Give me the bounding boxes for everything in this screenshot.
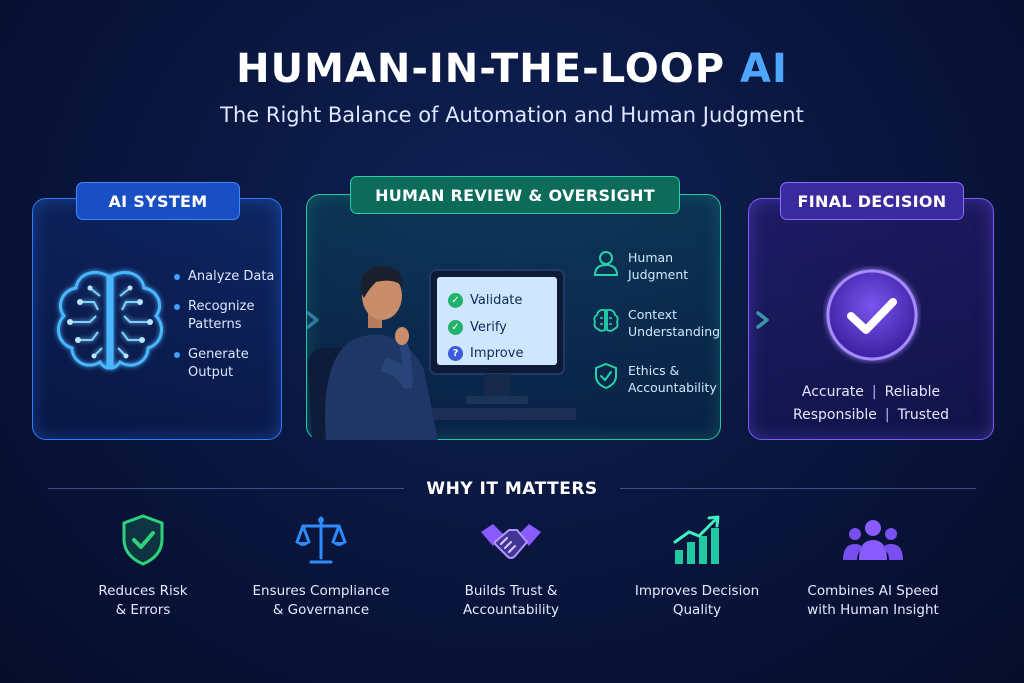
benefit-compliance: Ensures Compliance& Governance [236,512,406,620]
check-circle-icon: ✓ [448,320,463,335]
check-circle-icon: ✓ [448,293,463,308]
reviewer-at-monitor-illustration [307,266,576,440]
final-qualities-line-2: Responsible|Trusted [792,407,950,423]
person-icon [593,251,619,276]
why-it-matters-heading: WHY IT MATTERS [426,479,598,499]
title-main: HUMAN-IN-THE-LOOP [236,46,741,92]
question-circle-icon: ? [448,346,463,361]
human-review-title: HUMAN REVIEW & OVERSIGHT [350,176,680,214]
arrow-human-to-final-icon [722,311,769,329]
page-subtitle: The Right Balance of Automation and Huma… [220,103,804,127]
brain-circuit-icon [56,271,164,370]
screen-item-improve: ? Improve [448,346,523,361]
ai-item-analyze: Analyze Data [174,268,279,286]
divider-right [620,488,976,489]
title-accent: AI [740,46,788,92]
screen-item-validate: ✓ Validate [448,293,522,308]
final-qualities-line-1: Accurate|Reliable [801,384,941,400]
scales-icon [295,516,347,564]
attr-ethics-accountability: Ethics &Accountability [592,362,717,396]
shield-check-icon [595,362,617,390]
ai-system-title: AI SYSTEM [76,182,240,220]
divider-left [48,488,404,489]
team-icon [843,520,903,560]
final-decision-title: FINAL DECISION [780,182,964,220]
brain-icon [593,308,619,332]
benefit-reduces-risk: Reduces Risk& Errors [58,512,228,620]
growth-chart-icon [673,515,720,564]
benefit-trust: Builds Trust &Accountability [426,512,596,620]
screen-item-verify: ✓ Verify [448,320,507,335]
page-title: HUMAN-IN-THE-LOOP AI [0,46,1024,92]
handshake-icon [481,524,541,559]
check-circle-icon [826,269,918,361]
shield-check-icon [122,514,164,566]
